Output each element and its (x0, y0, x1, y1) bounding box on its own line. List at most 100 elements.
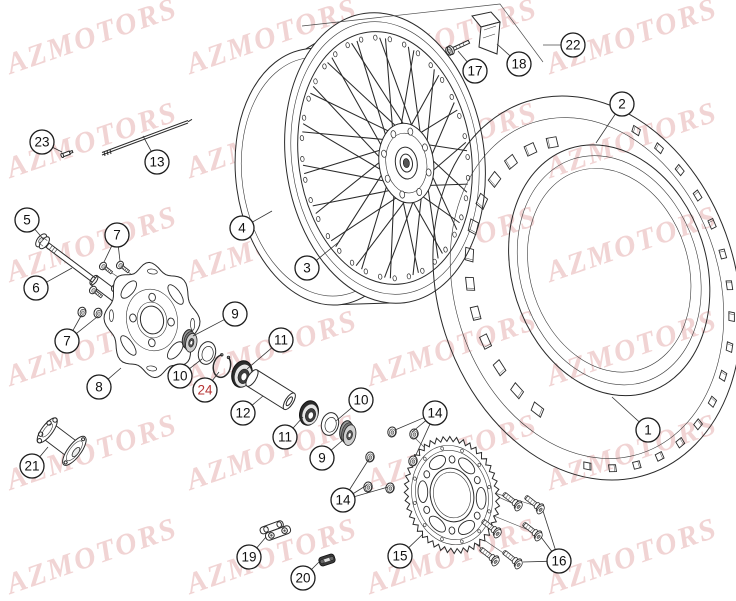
callout-number: 6 (32, 281, 40, 296)
callout-leader (409, 534, 423, 548)
callout-number: 15 (392, 549, 407, 564)
callout-bubble (230, 216, 254, 240)
callout-leader (395, 418, 424, 430)
callout-number: 1 (644, 423, 652, 438)
callout-leader (108, 368, 121, 379)
callout-bubble (105, 223, 129, 247)
callout-leader (76, 317, 97, 334)
callout-leader (355, 487, 388, 497)
callout-9: 9 (193, 302, 247, 336)
callout-5: 5 (15, 208, 44, 240)
callout-3: 3 (295, 241, 340, 280)
callout-7: 7 (55, 316, 97, 353)
callout-number: 14 (335, 493, 351, 508)
callout-leader (193, 320, 224, 336)
callout-23: 23 (30, 130, 62, 154)
callout-leader (257, 537, 266, 548)
callout-20: 20 (291, 562, 319, 590)
brake-disc-cutouts (100, 261, 204, 379)
callout-leader (497, 44, 510, 56)
callout-leader (143, 136, 151, 151)
tire-opening (477, 118, 736, 422)
chain-clip (318, 553, 336, 567)
callout-number: 9 (231, 307, 239, 322)
callout-number: 18 (511, 57, 526, 72)
callout-leader (212, 372, 219, 381)
callout-bubble (310, 446, 334, 470)
callout-19: 19 (237, 537, 266, 569)
callout-bubble (291, 566, 315, 590)
callout-leader (349, 459, 369, 490)
watermark-text: AZMOTORS (0, 407, 182, 497)
callout-14: 14 (331, 459, 388, 512)
callout-leader (46, 268, 72, 282)
callout-2: 2 (596, 92, 634, 143)
callout-leader (523, 561, 547, 562)
callout-bubble (20, 454, 44, 478)
callout-leader (353, 485, 367, 494)
watermark-text: AZMOTORS (0, 0, 182, 81)
callout-bubble (145, 150, 169, 174)
callout-leader (118, 247, 120, 261)
callout-leader (311, 562, 319, 570)
callout-number: 13 (149, 155, 164, 170)
callout-18: 18 (497, 44, 531, 76)
callout-number: 11 (274, 333, 288, 348)
callout-6: 6 (24, 268, 72, 300)
callout-number: 7 (113, 228, 121, 243)
callout-leader (336, 408, 352, 421)
callout-4: 4 (230, 211, 272, 240)
callout-bubble (231, 401, 255, 425)
watermark-text: AZMOTORS (540, 407, 722, 497)
callout-leader (612, 397, 639, 422)
callout-10: 10 (168, 359, 202, 388)
callout-number: 23 (34, 135, 49, 150)
callout-leader (252, 396, 263, 405)
callout-leader (189, 359, 202, 369)
callout-number: 11 (278, 430, 292, 445)
callout-bubble (547, 549, 571, 573)
callout-number: 8 (95, 380, 103, 395)
callout-leader (316, 241, 340, 260)
callout-bubble (463, 59, 487, 83)
wheel-hub-face (374, 120, 439, 207)
callout-7: 7 (104, 223, 129, 262)
callout-leader (252, 211, 272, 222)
callout-13: 13 (143, 136, 169, 174)
hub (32, 413, 90, 469)
callout-10: 10 (336, 388, 373, 421)
callout-24: 24 (193, 372, 219, 402)
callout-number: 12 (235, 406, 250, 421)
spoke-nipple-ring (285, 24, 485, 291)
callout-number: 3 (303, 261, 311, 276)
callout-bubble (636, 418, 660, 442)
callout-leader (415, 424, 430, 457)
callout-bubble (423, 401, 447, 425)
callout-bubble (15, 208, 39, 232)
callout-leader (412, 421, 426, 432)
callout-17: 17 (458, 51, 487, 83)
callout-22: 22 (561, 33, 585, 57)
callout-bubble (331, 488, 355, 512)
callout-number: 7 (63, 334, 71, 349)
watermark-text: AZMOTORS (0, 511, 182, 601)
callout-number: 10 (172, 369, 187, 384)
callout-number: 21 (24, 459, 39, 474)
callout-bubble (388, 544, 412, 568)
callout-16: 16 (523, 511, 571, 573)
spoke-nipple (60, 149, 73, 157)
callout-number: 22 (565, 38, 580, 53)
callout-11: 11 (247, 328, 293, 369)
callout-bubble (24, 276, 48, 300)
callout-leader (104, 246, 112, 262)
callout-leader (247, 348, 272, 369)
callout-leader (35, 229, 44, 240)
callout-bubble (55, 329, 79, 353)
tire-tread-inner-row (427, 135, 637, 427)
callout-12: 12 (231, 396, 263, 425)
callout-14: 14 (395, 401, 447, 457)
sprocket-cutouts (403, 439, 500, 552)
